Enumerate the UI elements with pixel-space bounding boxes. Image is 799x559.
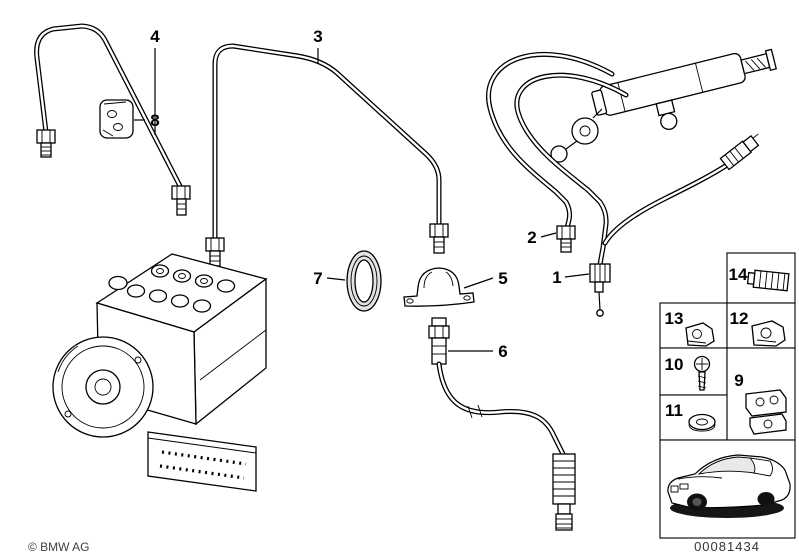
pipe-clip-8	[99, 99, 134, 139]
brake-pipe-4	[34, 23, 191, 216]
bracket-5	[403, 267, 475, 307]
callout-2: 2	[527, 228, 536, 247]
cell-10	[659, 347, 728, 396]
car-icon	[667, 454, 791, 518]
callout-11: 11	[665, 401, 683, 420]
callout-10: 10	[665, 355, 684, 374]
pipe-3-fitting-left	[205, 237, 225, 267]
abs-valve-caps	[108, 264, 236, 313]
hose-6-threaded-end	[555, 503, 573, 531]
abs-ecu-connector	[147, 431, 257, 492]
brake-hose-6	[428, 317, 576, 531]
part-icon-11	[688, 413, 716, 432]
pipe-1-hose-end	[719, 133, 760, 171]
callout-14: 14	[729, 265, 748, 284]
drawing-number: 00081434	[694, 539, 760, 554]
callout-leaders	[134, 48, 590, 352]
callout-5: 5	[498, 269, 507, 288]
callout-12: 12	[730, 309, 749, 328]
callout-6: 6	[498, 342, 507, 361]
grommet-7	[346, 250, 382, 312]
brake-pipe-3	[205, 43, 449, 267]
callout-1: 1	[552, 268, 561, 287]
callout-7: 7	[313, 269, 322, 288]
callout-9: 9	[734, 371, 743, 390]
pipe-2-fitting	[556, 225, 576, 253]
hose-6-fitting	[428, 317, 450, 365]
part-icon-14	[746, 269, 790, 292]
callout-13: 13	[665, 309, 684, 328]
callout-8: 8	[150, 111, 159, 130]
hose-6-coil	[552, 453, 576, 505]
pushrod	[740, 48, 778, 75]
fluid-sensor	[550, 108, 603, 163]
copyright-text: © BMW AG	[28, 540, 90, 554]
callout-3: 3	[313, 27, 322, 46]
pipe-1-ribbed-connector	[589, 263, 611, 317]
pipe-4-fitting-bottom	[36, 129, 56, 158]
parts-table: 14 13 12 10 9 11	[659, 252, 796, 539]
brake-pipe-loops	[486, 51, 629, 268]
callout-4: 4	[150, 27, 160, 46]
part-icon-13	[685, 322, 715, 347]
part-icon-12	[751, 320, 786, 347]
abs-hydro-unit	[52, 253, 268, 492]
abs-pump-motor	[52, 336, 154, 438]
part-icon-10	[693, 355, 711, 391]
pipe-3-fitting-right	[429, 223, 449, 254]
master-cylinder	[591, 48, 778, 131]
brake-pipe-1	[589, 133, 760, 317]
part-icon-9	[745, 389, 787, 435]
pipe-4-fitting-end	[171, 185, 191, 216]
